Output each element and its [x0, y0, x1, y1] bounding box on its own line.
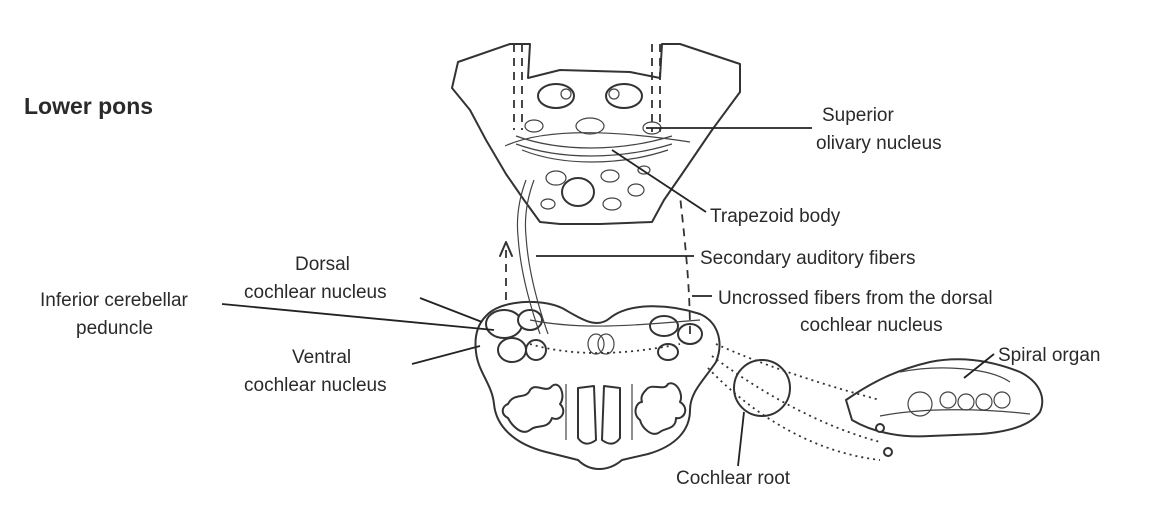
- cochlear-root-fibers-3: [707, 367, 881, 461]
- trapezoid-fibers-c: [521, 149, 669, 163]
- crossing-fibers-line: [529, 319, 701, 327]
- pons-section: [451, 43, 741, 225]
- uncrossed-fibers-dash: [679, 195, 691, 335]
- leader-ventral-cochlear: [411, 345, 481, 365]
- label-uncrossed-1: Uncrossed fibers from the dorsal: [718, 288, 993, 309]
- leader-cochlear-root: [737, 411, 745, 467]
- label-uncrossed-2: cochlear nucleus: [800, 315, 943, 336]
- leader-trapezoid: [611, 149, 707, 213]
- trapezoid-fibers-a: [515, 135, 673, 149]
- midline-crossing-right: [597, 333, 615, 355]
- dorsal-cochlear-nucleus-left: [485, 309, 523, 339]
- labels: Superior olivary nucleus Trapezoid body …: [40, 105, 1100, 489]
- medulla-section: [474, 300, 721, 470]
- trapezoid-fibers-b: [515, 143, 673, 157]
- pontine-nucleus-4: [627, 183, 645, 197]
- pyramid-left: [577, 385, 597, 445]
- pons-tegmentum-line: [504, 132, 691, 147]
- label-inferior-cerebellar-2: peduncle: [76, 318, 153, 339]
- label-dorsal-cochlear-1: Dorsal: [295, 254, 350, 275]
- inner-tunnel: [907, 391, 933, 417]
- upward-arrowhead: [499, 241, 513, 257]
- spiral-ganglion-cell-2: [883, 447, 893, 457]
- olivary-cell-left: [560, 88, 572, 100]
- label-dorsal-cochlear-2: cochlear nucleus: [244, 282, 387, 303]
- spiral-organ-body: [845, 358, 1044, 438]
- right-cochlear-nucleus-c: [657, 343, 679, 361]
- inferior-olive-right: [634, 382, 687, 435]
- ventral-cochlear-nucleus-left: [497, 337, 527, 363]
- medulla-outline: [474, 300, 721, 470]
- basilar-membrane: [879, 409, 1031, 417]
- hair-cell-2: [957, 393, 975, 411]
- label-ventral-cochlear-2: cochlear nucleus: [244, 375, 387, 396]
- hair-cell-4: [993, 391, 1011, 409]
- pons-outline: [451, 43, 741, 225]
- spiral-ganglion-cell-1: [875, 423, 885, 433]
- leader-spiral-organ: [963, 353, 995, 379]
- label-superior-olivary-1: Superior: [822, 105, 894, 126]
- label-inferior-cerebellar-1: Inferior cerebellar: [40, 290, 189, 311]
- superior-olivary-left: [537, 83, 575, 109]
- pyramid-right: [601, 385, 621, 445]
- label-spiral-organ: Spiral organ: [998, 345, 1100, 366]
- pontine-nucleus-1: [561, 177, 595, 207]
- label-ventral-cochlear-1: Ventral: [292, 347, 351, 368]
- cochlear-root-circle: [733, 359, 791, 417]
- hair-cell-3: [975, 393, 993, 411]
- hair-cell-1: [939, 391, 957, 409]
- midline-crossing-left: [587, 333, 605, 355]
- pontine-nucleus-3: [600, 169, 620, 183]
- pons-midline-nucleus: [575, 117, 605, 135]
- pontine-nucleus-6: [540, 198, 556, 210]
- diagram-title: Lower pons: [24, 93, 153, 119]
- label-cochlear-root: Cochlear root: [676, 468, 791, 489]
- label-trapezoid-body: Trapezoid body: [710, 206, 841, 227]
- leader-lines: [221, 127, 995, 467]
- leader-dorsal-cochlear: [419, 297, 483, 323]
- fiber-tracts: [499, 179, 881, 461]
- left-cochlear-nucleus-b: [525, 339, 547, 361]
- spiral-organ: [845, 358, 1044, 457]
- superior-olivary-right: [605, 83, 643, 109]
- pontine-nucleus-5: [602, 197, 622, 211]
- leader-inferior-cerebellar: [221, 303, 495, 331]
- inferior-olive-left: [501, 383, 565, 433]
- label-secondary-auditory-fibers: Secondary auditory fibers: [700, 248, 915, 269]
- label-superior-olivary-2: olivary nucleus: [816, 133, 942, 154]
- pons-nucleus-left: [524, 119, 544, 133]
- pontine-nucleus-7: [637, 165, 651, 175]
- tectorial-membrane: [899, 367, 1011, 383]
- secondary-fibers-b: [524, 179, 549, 335]
- olivary-cell-right: [608, 88, 620, 100]
- pontine-nucleus-2: [545, 170, 567, 186]
- cochlear-root-fibers-1: [715, 343, 881, 401]
- right-cochlear-nucleus-a: [649, 315, 679, 337]
- secondary-fibers-a: [516, 179, 541, 335]
